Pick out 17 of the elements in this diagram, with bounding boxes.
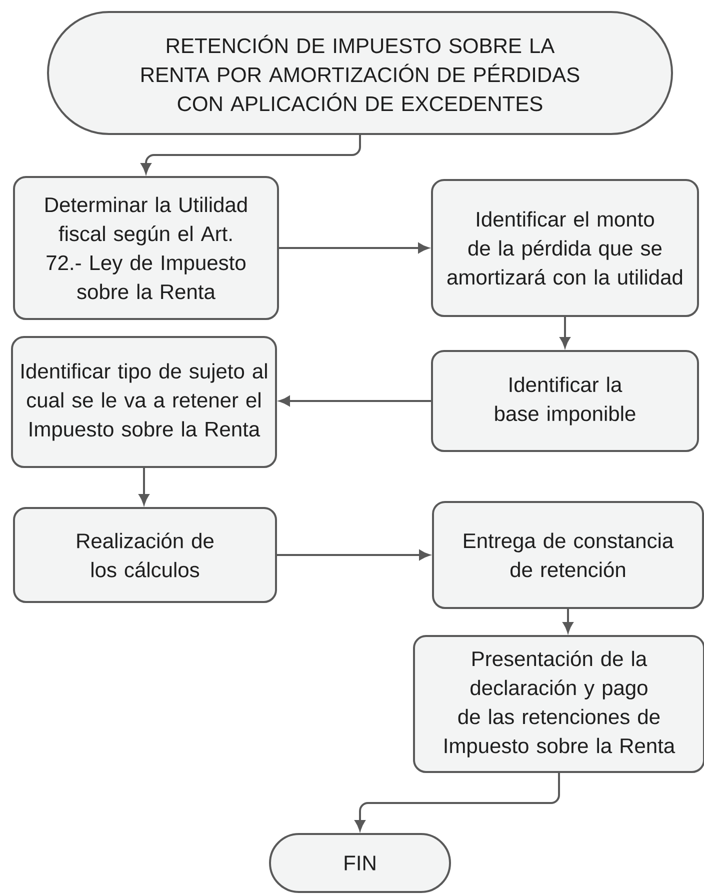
process-box: Identificar tipo de sujeto al cual se le va a retener el Impuesto sobre la Renta bbox=[11, 336, 277, 468]
arrow bbox=[138, 468, 150, 505]
process-box: Determinar la Utilidad fiscal según el Art. 72.- Ley de Impuesto sobre la Renta bbox=[13, 176, 279, 320]
terminal-box: FIN bbox=[269, 833, 451, 893]
arrow bbox=[279, 242, 429, 254]
process-box: Entrega de constancia de retención bbox=[432, 501, 704, 609]
terminal-box: RETENCIÓN DE IMPUESTO SOBRE LA RENTA POR AMORTIZACIÓN DE PÉRDIDAS CON APLICACIÓN DE EXCEDENTES bbox=[47, 11, 673, 135]
arrow bbox=[562, 609, 574, 633]
arrow bbox=[140, 135, 361, 174]
process-box: Identificar el monto de la pérdida que se amortizará con la utilidad bbox=[431, 179, 699, 317]
arrow bbox=[560, 317, 570, 348]
arrow bbox=[277, 550, 430, 560]
process-box: Realización de los cálculos bbox=[13, 507, 277, 603]
process-box: Presentación de la declaración y pago de las retenciones de Impuesto sobre la Renta bbox=[413, 635, 704, 773]
arrow bbox=[354, 773, 560, 831]
arrow bbox=[279, 396, 431, 406]
process-box: Identificar la base imponible bbox=[431, 350, 699, 452]
